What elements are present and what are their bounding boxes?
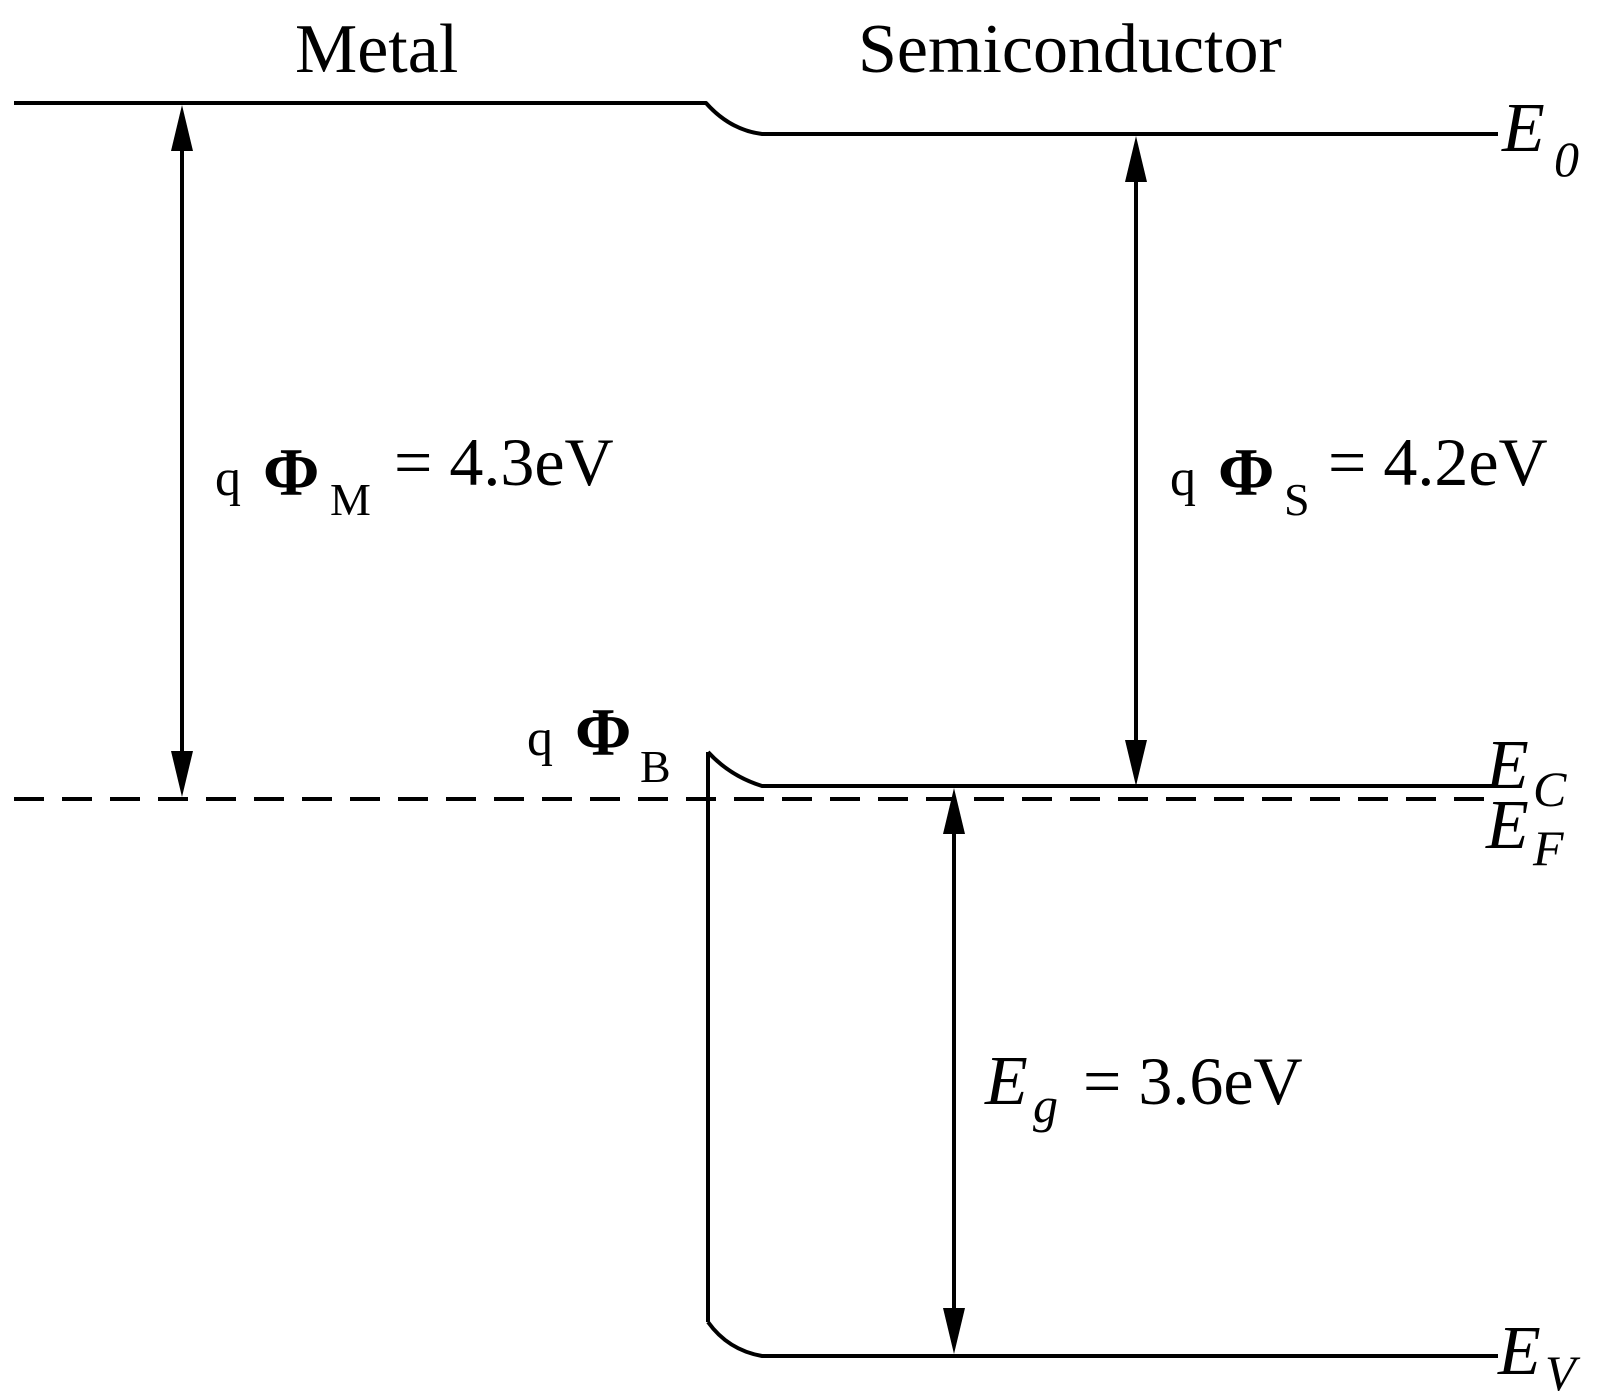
e0-sub: 0 (1554, 131, 1579, 187)
semiconductor-title: Semiconductor (858, 11, 1282, 88)
barrier-symbol: Φ (575, 694, 631, 770)
band-gap-arrow (943, 788, 965, 1354)
semi-wf-subscript: S (1284, 474, 1310, 525)
ef-main: E (1485, 787, 1529, 864)
vacuum-level-line (14, 101, 1498, 136)
semi-wf-prefix: q (1170, 450, 1196, 507)
metal-work-function-arrow (171, 105, 193, 797)
semi-wf-symbol: Φ (1218, 434, 1274, 510)
band-gap-value: = 3.6eV (1083, 1043, 1303, 1119)
semiconductor-work-function-arrow (1125, 136, 1147, 786)
metal-wf-symbol: Φ (263, 434, 319, 510)
e0-label: E 0 (1501, 90, 1579, 187)
ec-main: E (1485, 727, 1529, 804)
ef-sub: F (1532, 820, 1564, 876)
semiconductor-work-function-label: q Φ S = 4.2eV (1170, 424, 1548, 525)
barrier-prefix: q (527, 710, 553, 767)
conduction-band-line (706, 750, 1498, 788)
ec-label: E C (1485, 727, 1567, 817)
metal-wf-value: = 4.3eV (394, 424, 614, 500)
band-gap-symbol: E (984, 1043, 1028, 1120)
valence-band-line (706, 1320, 1498, 1358)
barrier-subscript: B (640, 741, 671, 792)
band-gap-subscript: g (1033, 1077, 1058, 1133)
ev-label: E V (1497, 1313, 1581, 1397)
band-gap-label: E g = 3.6eV (984, 1043, 1303, 1133)
ef-label: E F (1485, 787, 1564, 876)
metal-work-function-label: q Φ M = 4.3eV (215, 424, 614, 525)
ec-sub: C (1533, 761, 1567, 817)
semi-wf-value: = 4.2eV (1328, 424, 1548, 500)
metal-title: Metal (295, 11, 458, 88)
ev-main: E (1497, 1313, 1541, 1390)
ev-sub: V (1545, 1345, 1581, 1397)
metal-wf-prefix: q (215, 450, 241, 507)
metal-wf-subscript: M (330, 474, 371, 525)
barrier-height-label: q Φ B (527, 694, 671, 792)
e0-main: E (1501, 90, 1545, 167)
